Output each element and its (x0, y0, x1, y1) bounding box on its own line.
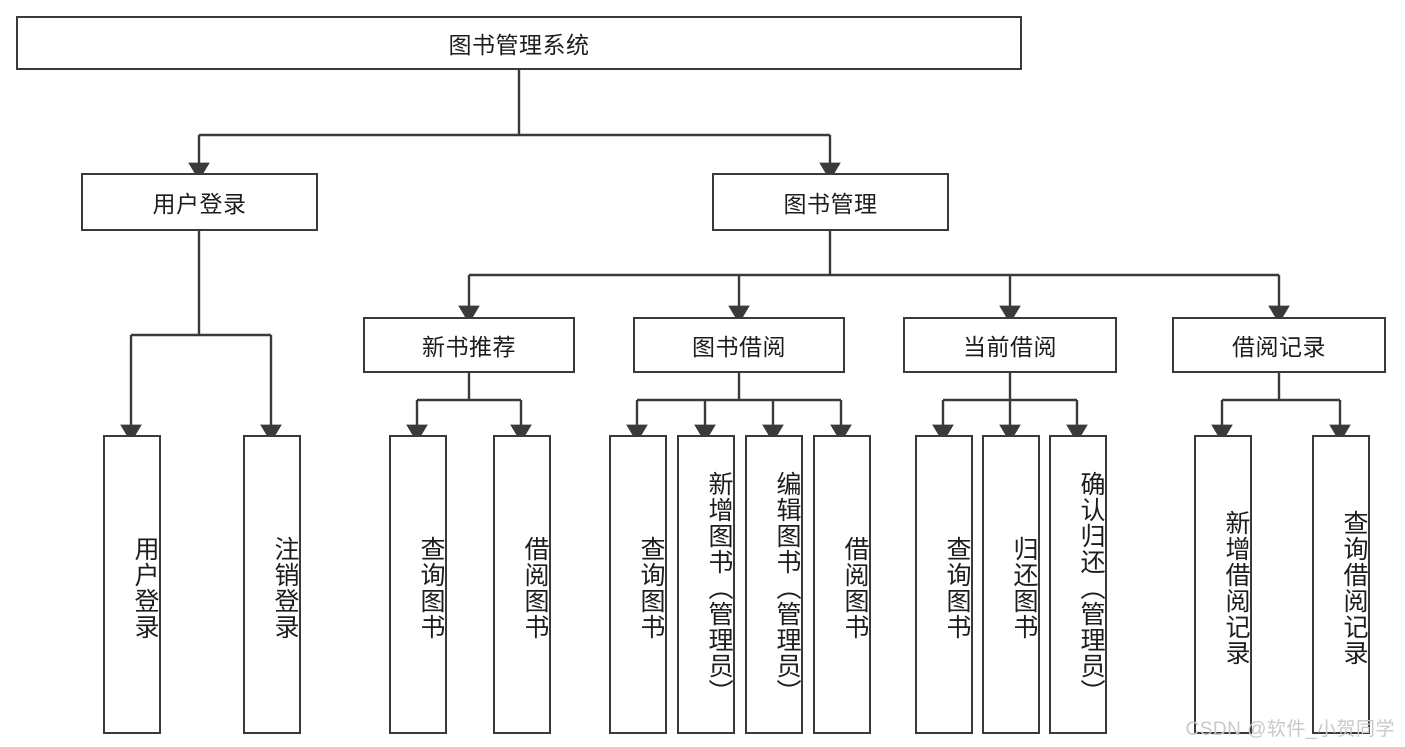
node-label: 用户登录 (131, 535, 159, 640)
watermark-text: CSDN @软件_小贺同学 (1185, 719, 1395, 740)
node-label: 图书管理 (783, 191, 878, 217)
leaf-query-book-2[interactable]: 查询图书 (609, 435, 667, 734)
node-book-borrow[interactable]: 图书借阅 (633, 317, 845, 373)
leaf-borrow-book-2[interactable]: 借阅图书 (813, 435, 871, 734)
node-label: 新增借阅记录 (1222, 509, 1250, 666)
node-label: 新书推荐 (422, 334, 516, 360)
node-label: 借阅图书 (841, 535, 869, 640)
leaf-confirm-return[interactable]: 确认归还（管理员） (1049, 435, 1107, 734)
node-label: 归还图书 (1010, 535, 1038, 640)
node-label: 图书借阅 (692, 334, 786, 360)
node-borrow-record[interactable]: 借阅记录 (1172, 317, 1386, 373)
node-label: 当前借阅 (963, 334, 1057, 360)
leaf-borrow-book-1[interactable]: 借阅图书 (493, 435, 551, 734)
node-label: 编辑图书（管理员） (773, 470, 801, 705)
node-label: 查询图书 (637, 535, 665, 640)
node-label: 新增图书（管理员） (705, 470, 733, 705)
leaf-user-login[interactable]: 用户登录 (103, 435, 161, 734)
node-user-login[interactable]: 用户登录 (81, 173, 318, 231)
node-label: 借阅图书 (521, 535, 549, 640)
node-label: 确认归还（管理员） (1077, 470, 1105, 705)
node-label: 用户登录 (152, 191, 247, 217)
leaf-user-logout[interactable]: 注销登录 (243, 435, 301, 734)
node-label: 查询图书 (943, 535, 971, 640)
node-label: 查询图书 (417, 535, 445, 640)
node-label: 借阅记录 (1232, 334, 1326, 360)
node-label: 查询借阅记录 (1340, 509, 1368, 666)
node-book-management[interactable]: 图书管理 (712, 173, 949, 231)
leaf-query-book-3[interactable]: 查询图书 (915, 435, 973, 734)
leaf-add-record[interactable]: 新增借阅记录 (1194, 435, 1252, 734)
node-label: 注销登录 (271, 535, 299, 640)
leaf-edit-book[interactable]: 编辑图书（管理员） (745, 435, 803, 734)
leaf-add-book[interactable]: 新增图书（管理员） (677, 435, 735, 734)
node-label: 图书管理系统 (448, 32, 590, 58)
node-current-borrow[interactable]: 当前借阅 (903, 317, 1117, 373)
leaf-return-book[interactable]: 归还图书 (982, 435, 1040, 734)
node-new-book-recommend[interactable]: 新书推荐 (363, 317, 575, 373)
leaf-query-book-1[interactable]: 查询图书 (389, 435, 447, 734)
leaf-query-record[interactable]: 查询借阅记录 (1312, 435, 1370, 734)
node-root-system[interactable]: 图书管理系统 (16, 16, 1022, 70)
